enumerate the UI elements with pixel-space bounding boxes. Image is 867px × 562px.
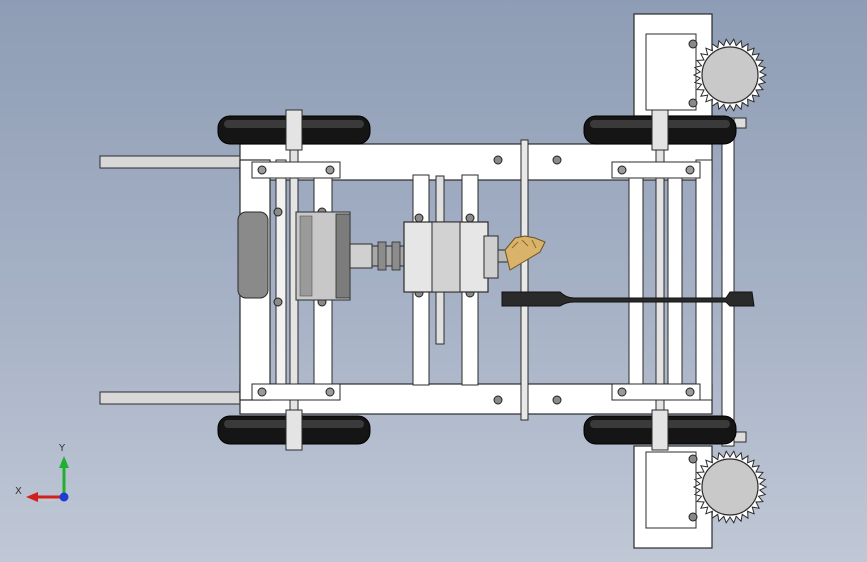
wheel: [217, 109, 371, 151]
axis-triad-icon: [26, 456, 69, 502]
gearbox: [403, 175, 511, 345]
bolt: [493, 155, 503, 165]
top-right-bracket: [633, 13, 713, 117]
bolt: [273, 297, 283, 307]
shaft-coupling: [371, 241, 405, 271]
drive-wheels: [217, 109, 737, 451]
bottom-saw-blade: [692, 450, 768, 524]
bolt: [552, 395, 562, 405]
bearing-block: [611, 161, 701, 179]
bolt: [493, 395, 503, 405]
axle-bearing-blocks: [251, 161, 701, 401]
y-axis-label: Y: [59, 443, 66, 454]
bearing-block: [251, 383, 341, 401]
x-axis-label: X: [15, 486, 22, 497]
wheel: [217, 409, 371, 451]
bolt: [465, 213, 475, 223]
bearing-block: [611, 383, 701, 401]
drive-motor: [237, 211, 373, 301]
lower-linkage-bar: [501, 291, 755, 307]
bearing-block: [251, 161, 341, 179]
wheel: [583, 109, 737, 151]
top-saw-blade: [692, 38, 768, 112]
bottom-right-bracket: [633, 445, 713, 549]
right-side-rail: [721, 117, 747, 447]
left-handle-rods: [99, 155, 241, 405]
bevel-gear: [504, 235, 546, 271]
bolt: [273, 207, 283, 217]
bolt: [414, 213, 424, 223]
frame-bolts: [273, 155, 562, 405]
wheel: [583, 409, 737, 451]
bolt: [552, 155, 562, 165]
